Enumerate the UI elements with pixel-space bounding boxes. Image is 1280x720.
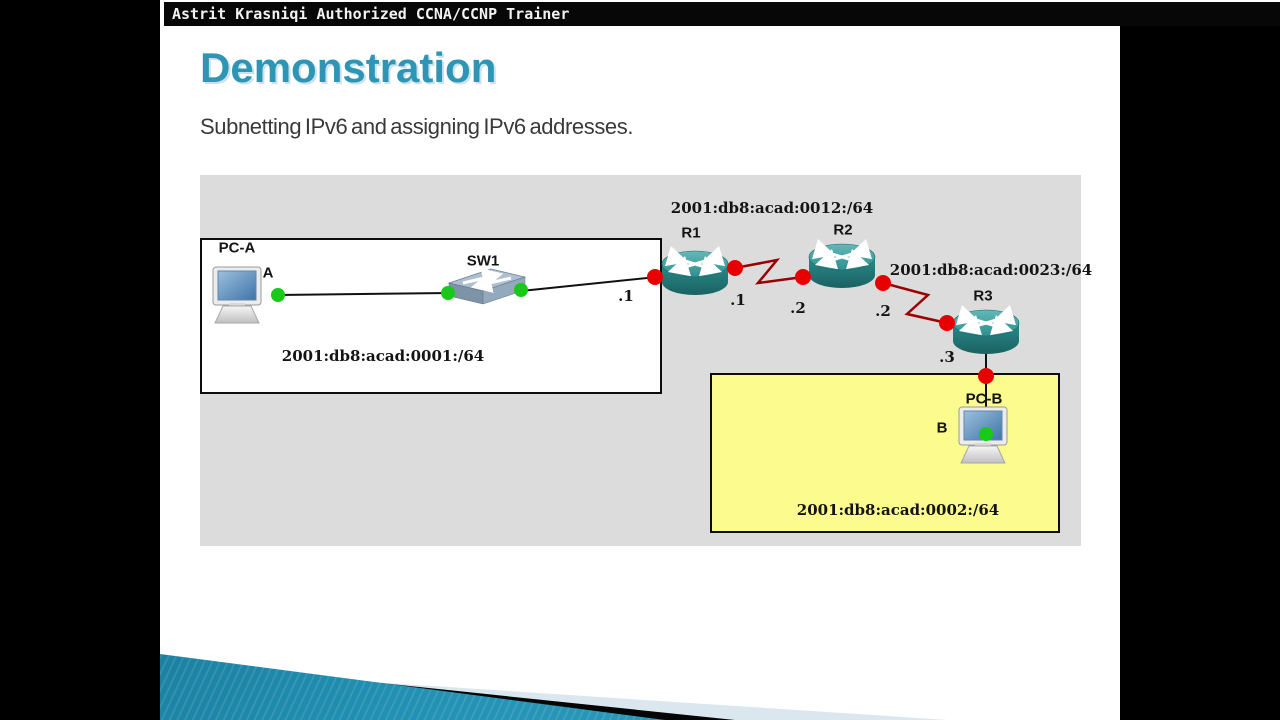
trainer-credit-text: Astrit Krasniqi Authorized CCNA/CCNP Tra… xyxy=(172,5,570,23)
device-label-r2: R2 xyxy=(833,221,853,239)
green-port-dot xyxy=(979,427,993,441)
subnet-box-lan-a xyxy=(200,238,662,394)
host-label-a: A xyxy=(262,264,274,282)
host-label-b: B xyxy=(936,419,948,437)
slide-left-edge xyxy=(160,0,164,26)
video-title-bar: Astrit Krasniqi Authorized CCNA/CCNP Tra… xyxy=(164,0,1280,26)
subnet-label-wan-r2-r3: 2001:db8:acad:0023:/64 xyxy=(889,261,1093,279)
if-label-r2-wan1: .2 xyxy=(790,299,806,317)
subnet-box-lan-b xyxy=(710,373,1060,533)
serial-link-r1-r2 xyxy=(734,258,804,285)
red-port-dot xyxy=(939,315,955,331)
red-port-dot xyxy=(978,368,994,384)
if-label-r1-wan: .1 xyxy=(730,291,746,309)
slide-title: Demonstration xyxy=(200,44,497,91)
if-label-r2-wan2: .2 xyxy=(875,302,891,320)
serial-link-r2-r3 xyxy=(882,281,948,325)
pc-a-icon xyxy=(212,266,262,324)
green-port-dot xyxy=(271,288,285,302)
device-label-pc-a: PC-A xyxy=(218,239,256,257)
router-r1-icon xyxy=(662,251,728,295)
red-port-dot xyxy=(727,260,743,276)
subnet-label-lan-a: 2001:db8:acad:0001:/64 xyxy=(281,347,485,365)
router-r2-icon xyxy=(809,244,875,288)
switch-sw1-icon xyxy=(449,269,525,304)
network-topology-diagram: PC-A SW1 R1 R2 R3 PC-B A B .1 .1 .2 .2 .… xyxy=(200,175,1092,546)
green-port-dot xyxy=(441,286,455,300)
router-r3-icon xyxy=(953,310,1019,354)
subnet-label-lan-b: 2001:db8:acad:0002:/64 xyxy=(796,501,1000,519)
if-label-r1-lan: .1 xyxy=(618,287,634,305)
device-label-sw1: SW1 xyxy=(466,252,500,270)
red-port-dot xyxy=(795,269,811,285)
topology-links-and-devices xyxy=(212,175,1081,464)
green-port-dot xyxy=(514,283,528,297)
if-label-r3-wan: .3 xyxy=(939,348,955,366)
red-port-dot xyxy=(875,275,891,291)
device-label-r3: R3 xyxy=(973,287,993,305)
device-label-pc-b: PC-B xyxy=(965,390,1003,408)
presentation-slide: Demonstration Subnetting IPv6 and assign… xyxy=(160,26,1120,720)
subnet-label-wan-r1-r2: 2001:db8:acad:0012:/64 xyxy=(670,199,874,217)
device-label-r1: R1 xyxy=(681,224,701,242)
slide-subtitle: Subnetting IPv6 and assigning IPv6 addre… xyxy=(200,114,634,139)
link-pca-sw1 xyxy=(277,292,451,296)
red-port-dot xyxy=(647,269,663,285)
